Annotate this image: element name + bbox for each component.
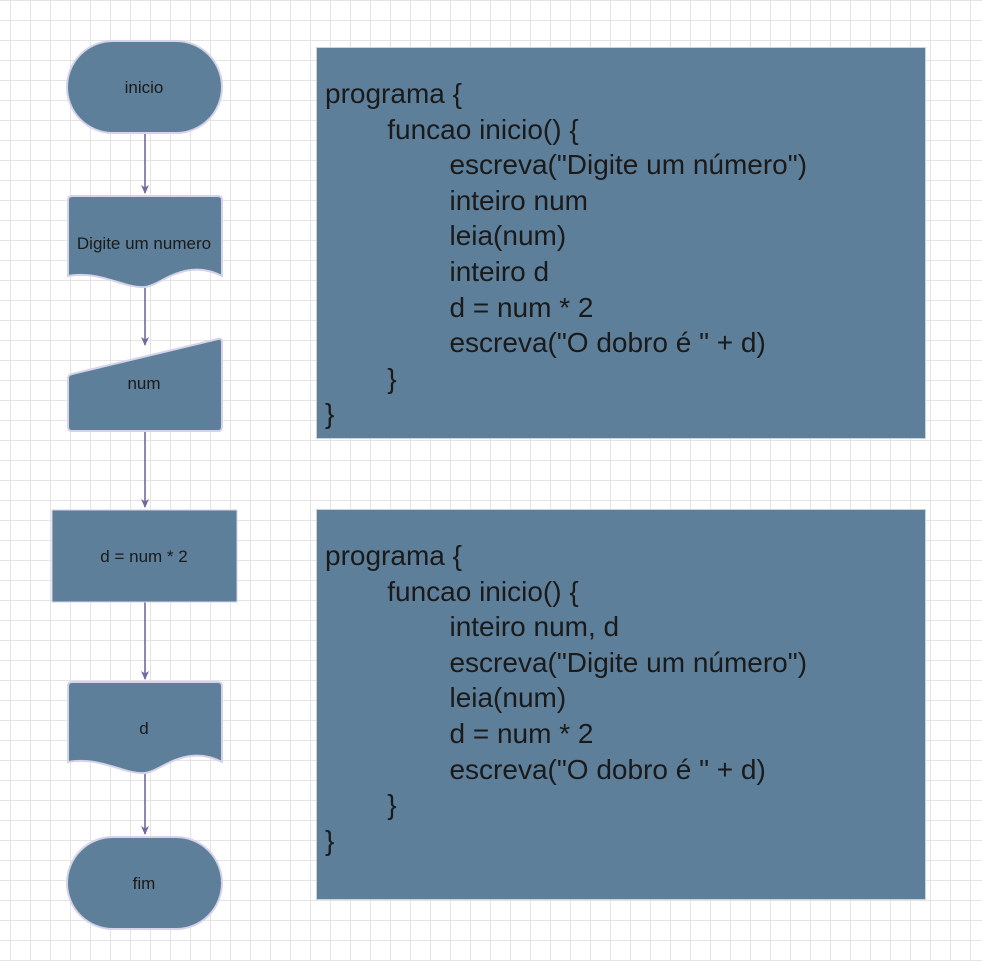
code-line: funcao inicio() { xyxy=(325,575,579,607)
node-label: fim xyxy=(133,874,156,893)
code-line: inteiro num, d xyxy=(325,611,620,643)
code-line: escreva("Digite um número") xyxy=(325,149,808,181)
code-line: inteiro d xyxy=(325,256,550,287)
node-label: d = num * 2 xyxy=(100,547,187,566)
code-line: } xyxy=(325,362,397,394)
terminator-node-fim[interactable]: fim xyxy=(66,836,223,930)
code-line: d = num * 2 xyxy=(325,291,594,323)
node-label: d xyxy=(139,719,148,738)
code-line: leia(num) xyxy=(325,220,567,252)
document-node-prompt[interactable]: Digite um numero xyxy=(67,195,223,289)
code-line: escreva("Digite um número") xyxy=(325,646,808,678)
terminator-node-inicio[interactable]: inicio xyxy=(66,40,223,134)
code-line: escreva("O dobro é " + d) xyxy=(325,753,766,785)
node-label: Digite um numero xyxy=(77,234,211,253)
code-line: inteiro num xyxy=(325,184,588,216)
code-block-2[interactable]: programa { funcao inicio() { inteiro num… xyxy=(316,509,926,900)
manual-input-node-num[interactable]: num xyxy=(67,337,223,432)
node-label: inicio xyxy=(125,78,164,97)
code-line: programa { xyxy=(325,540,462,571)
code-line: leia(num) xyxy=(325,682,567,714)
code-line: } xyxy=(325,824,335,856)
document-node-output[interactable]: d xyxy=(67,681,223,775)
node-label: num xyxy=(127,374,160,393)
code-line: d = num * 2 xyxy=(325,718,594,749)
code-line: escreva("O dobro é " + d) xyxy=(325,327,766,359)
code-line: funcao inicio() { xyxy=(325,113,579,145)
code-line: } xyxy=(325,398,335,430)
code-block-1[interactable]: programa { funcao inicio() { escreva("Di… xyxy=(316,47,926,439)
process-node-calc[interactable]: d = num * 2 xyxy=(51,509,238,603)
code-line: } xyxy=(325,789,397,821)
code-line: programa { xyxy=(325,78,462,109)
